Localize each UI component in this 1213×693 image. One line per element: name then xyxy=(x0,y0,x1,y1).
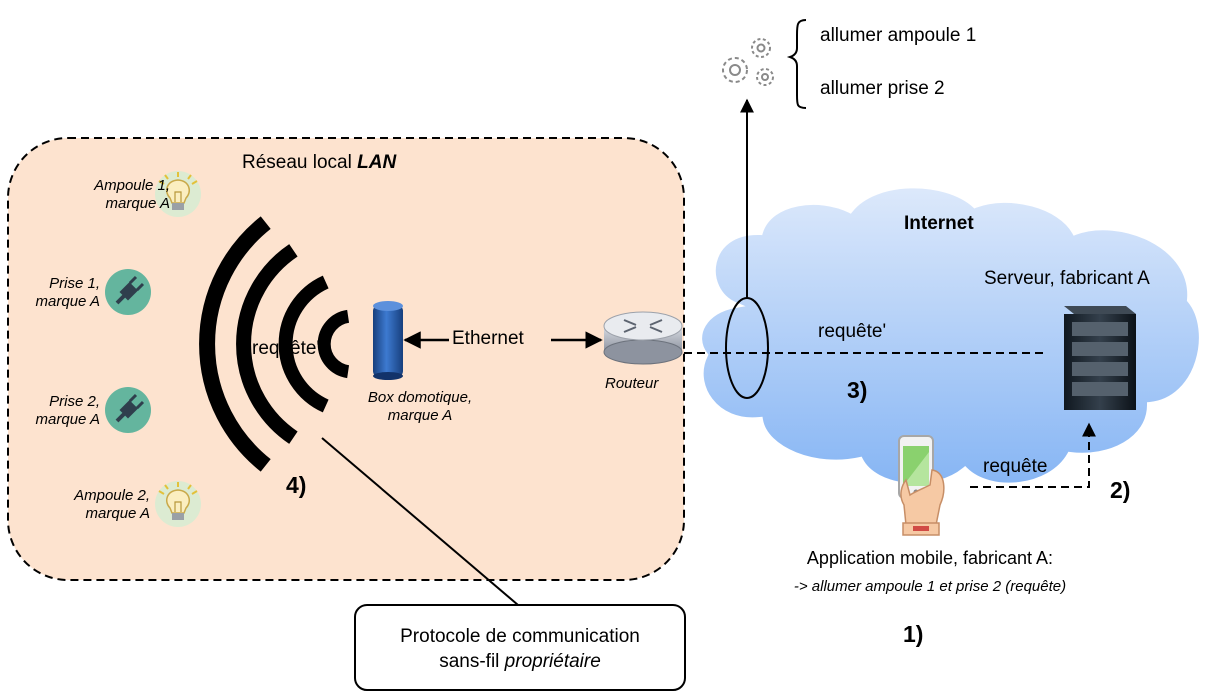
device-label-prise-2: Prise 2,marque A xyxy=(35,393,100,428)
plug-icon xyxy=(105,387,151,433)
lan-title: Réseau local LAN xyxy=(242,152,397,173)
device-label-prise-1: Prise 1,marque A xyxy=(35,275,100,310)
server-label: Serveur, fabricant A xyxy=(984,268,1150,289)
protocol-leader-line xyxy=(321,437,519,606)
box-label: Box domotique,marque A xyxy=(367,389,473,424)
wireless-request-label: requête" xyxy=(252,338,324,359)
request-prime-label: requête' xyxy=(818,321,887,342)
device-label-ampoule-2: Ampoule 2,marque A xyxy=(74,487,150,522)
lan-region xyxy=(7,137,685,581)
gears-icon xyxy=(722,38,774,86)
request-link xyxy=(970,422,1096,488)
internet-title: Internet xyxy=(904,213,974,234)
action-item-1: allumer ampoule 1 xyxy=(820,25,977,46)
server-icon xyxy=(1064,306,1136,410)
request-label: requête xyxy=(983,456,1048,477)
lightbulb-icon xyxy=(155,481,201,527)
internet-cloud xyxy=(696,182,1205,489)
protocol-note-box xyxy=(354,604,686,691)
smartphone-in-hand-icon xyxy=(898,435,945,536)
action-item-2: allumer prise 2 xyxy=(820,78,945,99)
step-1-label: 1) xyxy=(903,621,924,647)
wireless-signal-icon xyxy=(199,216,350,472)
home-automation-box-icon xyxy=(373,301,403,380)
router-label: Routeur xyxy=(605,375,659,392)
mobile-app-request: -> allumer ampoule 1 et prise 2 (requête… xyxy=(793,578,1067,595)
lightbulb-icon xyxy=(155,171,201,217)
plug-icon xyxy=(105,269,151,315)
step-3-label: 3) xyxy=(847,377,868,403)
router-icon xyxy=(603,311,683,365)
step-2-label: 2) xyxy=(1110,477,1131,503)
device-label-ampoule-1: Ampoule 1,marque A xyxy=(94,177,170,212)
mobile-app-title: Application mobile, fabricant A: xyxy=(806,548,1054,568)
brace-icon xyxy=(786,19,807,109)
protocol-note-text: Protocole de communication sans-fil prop… xyxy=(400,626,640,672)
ethernet-label: Ethernet xyxy=(452,328,524,349)
step-4-label: 4) xyxy=(286,472,307,498)
